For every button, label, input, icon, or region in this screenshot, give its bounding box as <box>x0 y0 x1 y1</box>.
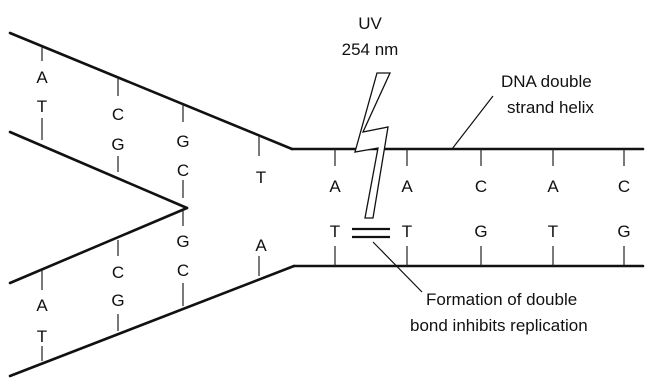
base-bottom: G <box>617 222 630 241</box>
lower-parent-strand <box>10 266 294 376</box>
lower-daughter-strand <box>10 208 187 283</box>
helix-label-line2: strand helix <box>507 98 594 117</box>
dimer-label-line1: Formation of double <box>426 290 577 309</box>
base-bottom: C <box>177 161 189 180</box>
upper-daughter-strand <box>10 132 187 208</box>
base-top: C <box>475 177 487 196</box>
base-pair: C G <box>111 240 124 331</box>
uv-lightning-bolt-icon <box>355 73 390 218</box>
base-pair: A T <box>329 149 341 266</box>
base-top: C <box>618 177 630 196</box>
helix-label-line1: DNA double <box>501 72 592 91</box>
base-pair: G C <box>176 104 189 198</box>
base-pair: A T <box>547 149 559 266</box>
base-pair: T A <box>255 136 267 276</box>
base-pair: C G <box>617 149 630 266</box>
base-bottom: T <box>37 327 47 346</box>
base-bottom: T <box>402 222 412 241</box>
base-bottom: G <box>111 291 124 310</box>
uv-wavelength-label: 254 nm <box>342 40 399 59</box>
dimer-label-line2: bond inhibits replication <box>410 316 588 335</box>
base-pair: C G <box>474 149 487 266</box>
base-top: A <box>36 296 48 315</box>
base-top: C <box>112 105 124 124</box>
helix-label-leader <box>452 96 493 149</box>
base-top: G <box>176 132 189 151</box>
base-bottom: T <box>330 222 340 241</box>
uv-label: UV <box>358 14 382 33</box>
base-top: G <box>176 232 189 251</box>
base-bottom: G <box>474 222 487 241</box>
base-top: T <box>256 168 266 187</box>
base-top: A <box>36 68 48 87</box>
upper-parent-strand <box>10 33 292 149</box>
base-top: A <box>547 177 559 196</box>
base-pair: A T <box>401 149 413 266</box>
base-top: C <box>112 263 124 282</box>
base-pair: A T <box>36 270 48 361</box>
base-bottom: A <box>255 236 267 255</box>
base-top: A <box>401 177 413 196</box>
base-pair: C G <box>111 78 124 172</box>
base-pair: A T <box>36 46 48 140</box>
base-top: A <box>329 177 341 196</box>
base-bottom: C <box>177 261 189 280</box>
base-pair: G C <box>176 210 189 306</box>
base-bottom: G <box>111 135 124 154</box>
base-bottom: T <box>37 97 47 116</box>
base-bottom: T <box>548 222 558 241</box>
